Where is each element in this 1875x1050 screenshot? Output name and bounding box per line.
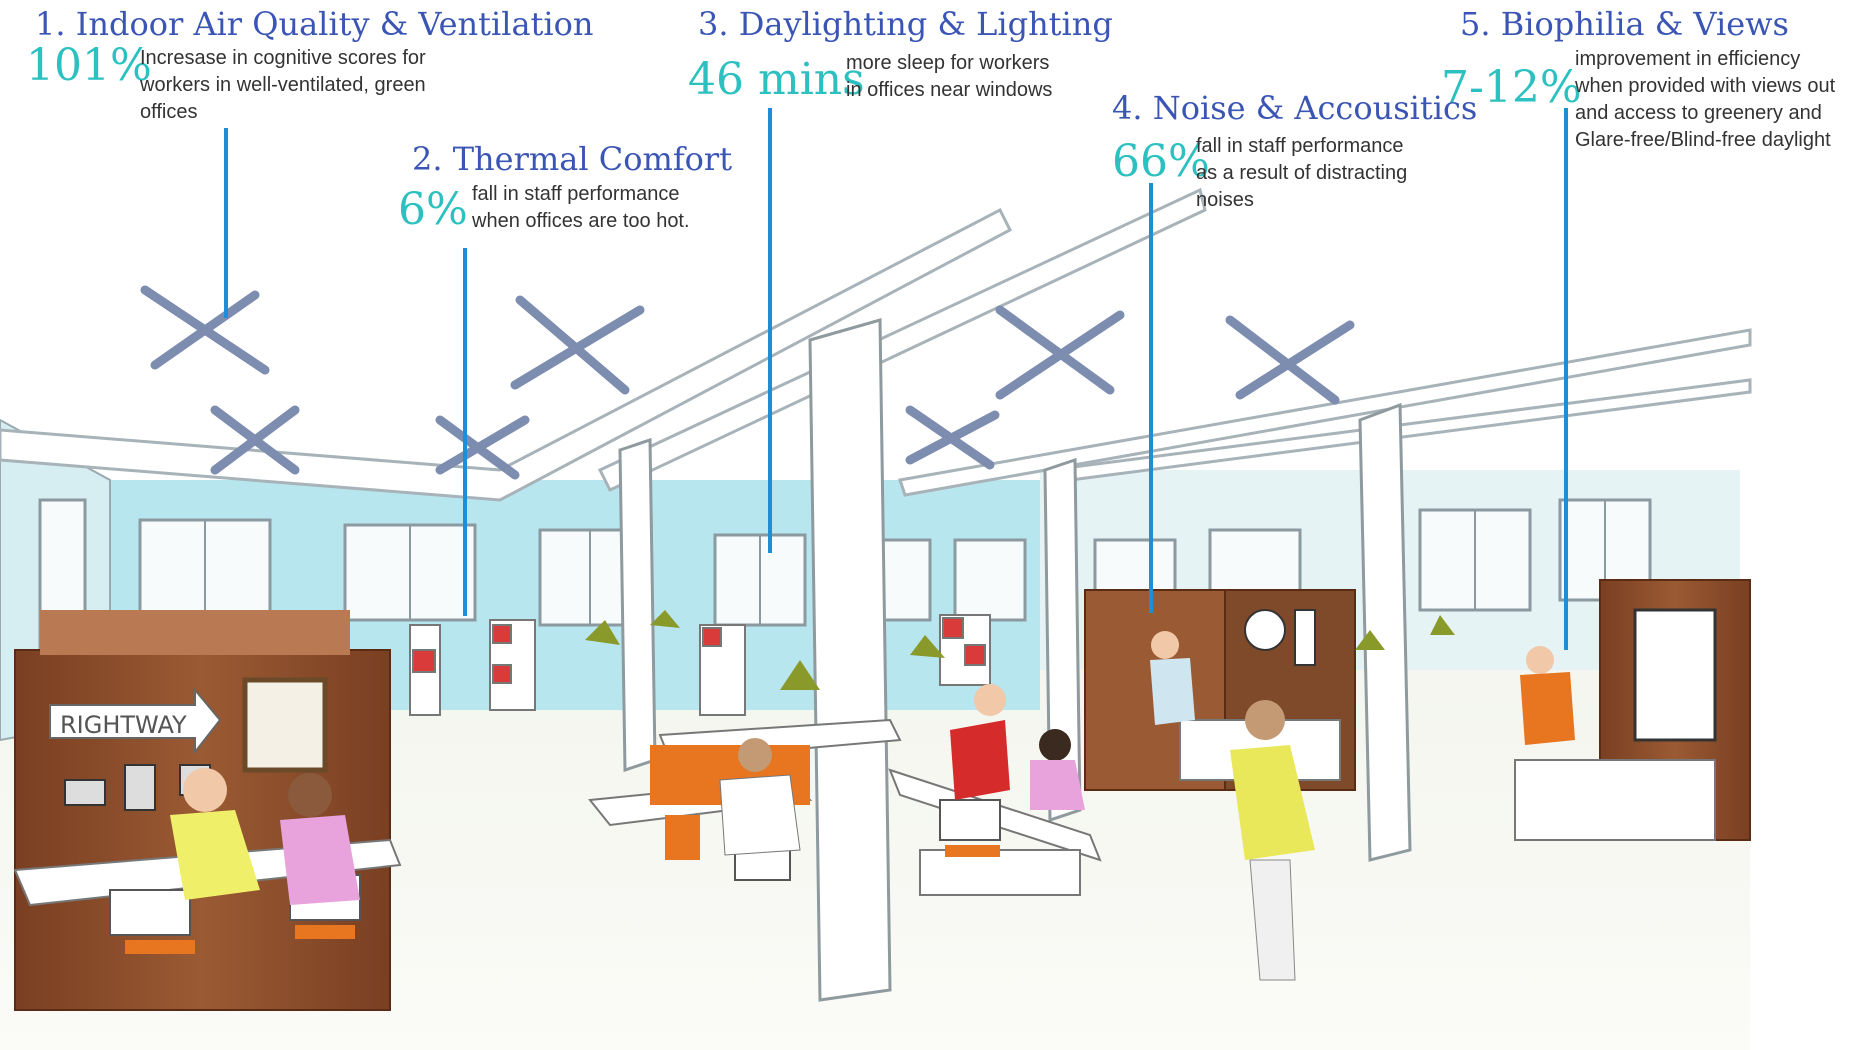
callout-stat: 46 mins bbox=[688, 54, 865, 105]
svg-text:RIGHTWAY: RIGHTWAY bbox=[60, 711, 187, 739]
callout-stat: 101% bbox=[26, 40, 152, 91]
callout-title: 3. Daylighting & Lighting bbox=[698, 5, 1113, 43]
callout-description: fall in staff performance when offices a… bbox=[472, 183, 690, 232]
leader-line bbox=[1564, 108, 1568, 650]
desk-lamps bbox=[585, 610, 1455, 690]
leader-line bbox=[463, 248, 467, 616]
callout-stat: 66% bbox=[1112, 136, 1210, 187]
leader-line bbox=[768, 108, 772, 553]
callout-title: 1. Indoor Air Quality & Ventilation bbox=[35, 5, 594, 43]
leader-line bbox=[224, 128, 228, 318]
callout-stat: 7-12% bbox=[1441, 62, 1582, 113]
callout-title: 4. Noise & Accousitics bbox=[1112, 89, 1478, 127]
callout-title: 5. Biophilia & Views bbox=[1460, 5, 1789, 43]
callout-title: 2. Thermal Comfort bbox=[412, 140, 733, 178]
rightway-sign: RIGHTWAY bbox=[49, 687, 222, 755]
callout-description: more sleep for workers in offices near w… bbox=[846, 52, 1053, 101]
callout-description: Incresase in cognitive scores for worker… bbox=[140, 47, 426, 123]
people bbox=[170, 631, 1575, 981]
leader-line bbox=[1149, 183, 1153, 613]
callout-description: fall in staff performance as a result of… bbox=[1196, 135, 1408, 211]
callout-description: improvement in efficiency when provided … bbox=[1575, 48, 1836, 151]
ceiling-fans bbox=[140, 285, 1355, 480]
shelves bbox=[409, 614, 991, 716]
callout-stat: 6% bbox=[398, 184, 468, 235]
